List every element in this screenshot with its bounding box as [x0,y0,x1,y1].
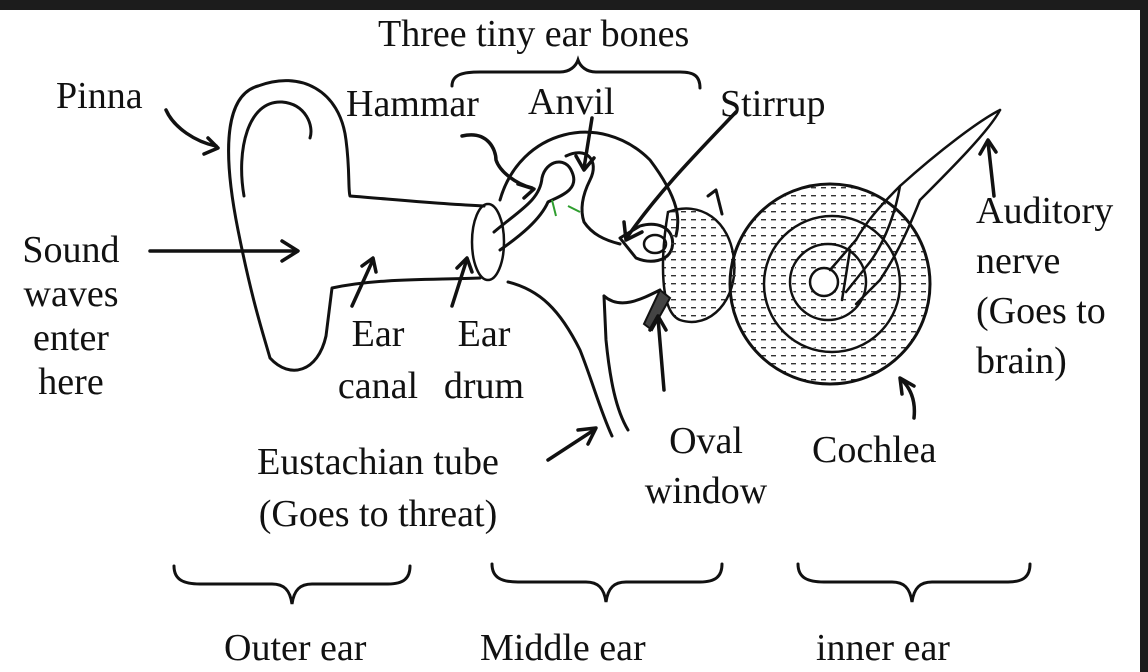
auditory-nerve-branches [828,108,1002,306]
hammar-pointer-head [516,182,536,200]
pinna-inner-fold [240,100,313,198]
oval-window-pointer [656,316,666,392]
stirrup-pointer [626,110,738,238]
anvil-bone [564,151,622,246]
pinna-pointer [164,108,218,148]
ear-canal-pointer-head [360,256,378,274]
vestibule-body [661,207,736,324]
ear-drum-pointer [450,260,468,308]
eustachian-tube-lower [602,294,630,432]
stirrup-pointer-head [622,220,644,242]
outer-ear-brace [172,564,412,605]
eustachian-pointer-head [576,426,598,446]
pinna-top [256,79,486,208]
stirrup-label: Stirrup [720,83,826,125]
cochlea-label: Cochlea [812,429,937,471]
outer-ear-label: Outer ear [224,627,367,669]
auditory-nerve-label: Auditory nerve (Goes to brain) [976,190,1114,382]
bone-highlight [551,199,581,217]
sound-waves-arrow-head [280,239,300,263]
anvil-pointer [582,116,594,170]
hammar-label: Hammar [346,83,479,125]
anvil-pointer-head [574,154,596,172]
sound-waves-label: Sound waves enter here [22,229,120,403]
inner-ear-label: inner ear [816,627,950,669]
ear-canal-pointer [350,260,374,308]
bones-title: Three tiny ear bones [378,13,690,55]
pinna-pointer-head [202,136,220,156]
ear-anatomy-drawing [148,55,1032,605]
middle-ear-label: Middle ear [480,627,646,669]
hammar-bone [492,160,576,252]
oval-window-label: Oval window [644,420,768,512]
middle-ear-brace [490,562,724,603]
eustachian-tube-upper [506,280,614,438]
ear-drum-label: Ear drum [443,313,525,407]
inner-ear-brace [796,562,1032,603]
auditory-nerve-pointer [986,140,996,198]
cavity-floor [602,288,662,305]
pinna-label: Pinna [56,75,143,117]
ear-canal-label: Ear canal [337,313,419,407]
cochlea-center [808,266,840,298]
auditory-nerve-pointer-head [978,138,998,156]
diagram-canvas: Three tiny ear bones Pinna Hammar Anvil … [0,10,1140,672]
pinna-outline [227,84,482,372]
cochlea-pointer-head [898,376,916,396]
oval-window-pointer-head [648,314,668,332]
ear-drum-shape [470,202,506,282]
anvil-label: Anvil [528,81,615,123]
bones-brace [450,55,702,90]
ear-drum-pointer-head [455,256,474,274]
eustachian-pointer [546,428,596,462]
eustachian-tube-label: Eustachian tube (Goes to threat) [257,441,499,535]
vestibule-stub [706,188,724,216]
